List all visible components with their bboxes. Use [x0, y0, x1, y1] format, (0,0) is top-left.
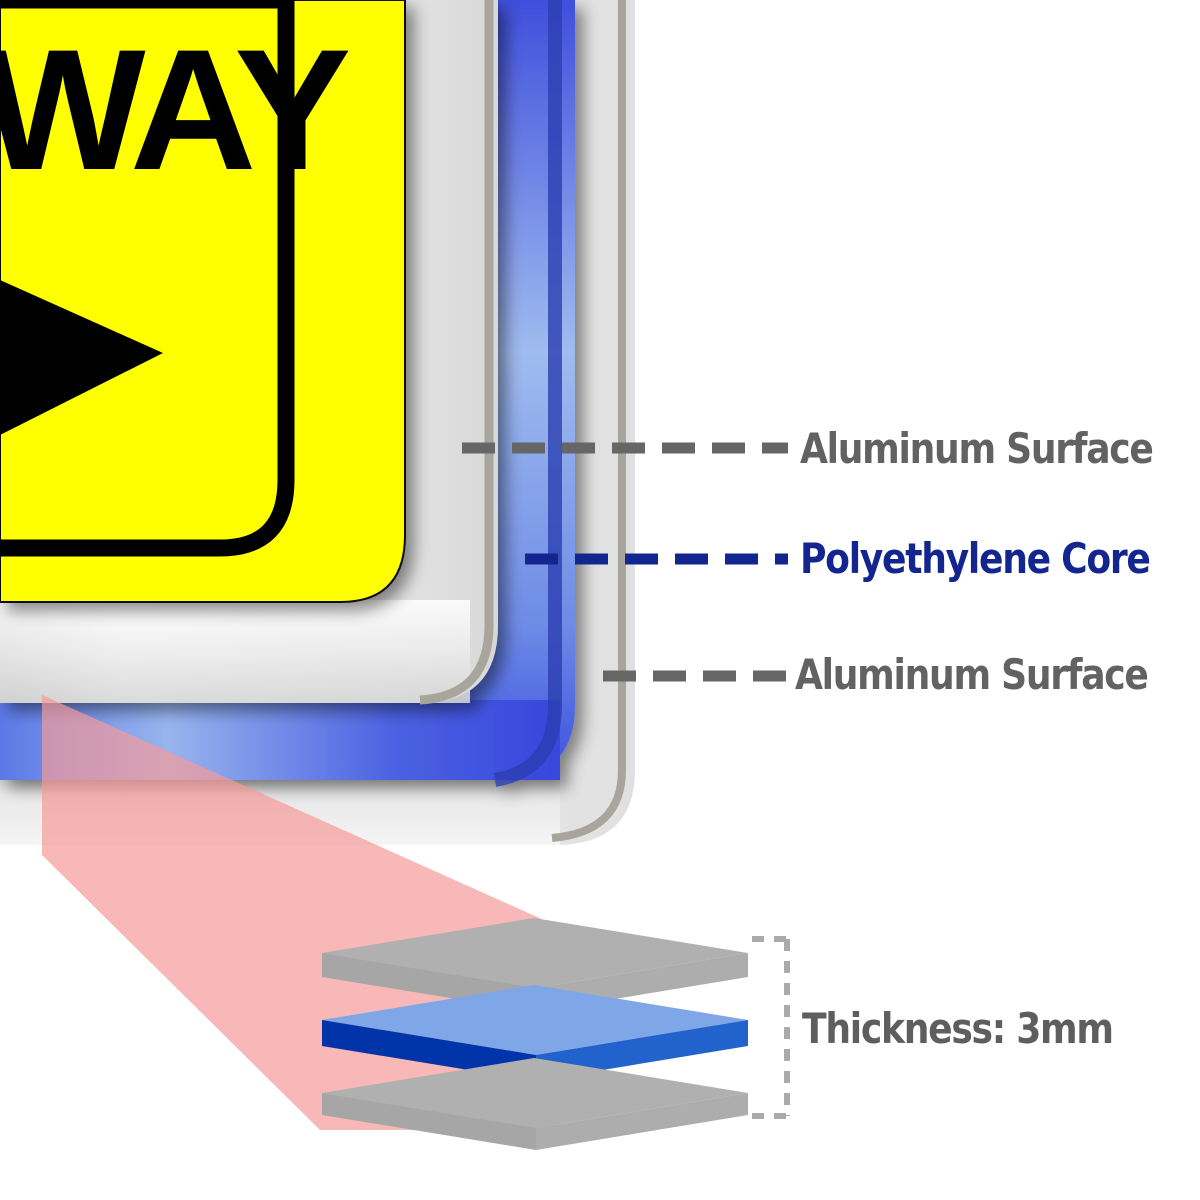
label-polyethylene-core: Polyethylene Core: [800, 534, 1151, 583]
sign-word-way: WAY: [0, 14, 351, 206]
thickness-bracket: [752, 936, 790, 1119]
label-aluminum-surface-top: Aluminum Surface: [800, 424, 1154, 473]
cross-section-bottom-aluminum: [322, 1058, 748, 1150]
cross-section-polyethylene-core: [322, 985, 748, 1081]
arrow-right-icon: [0, 280, 163, 435]
label-thickness: Thickness: 3mm: [802, 1004, 1114, 1053]
yellow-sign-face: [0, 0, 406, 603]
label-aluminum-surface-bottom: Aluminum Surface: [795, 650, 1149, 699]
